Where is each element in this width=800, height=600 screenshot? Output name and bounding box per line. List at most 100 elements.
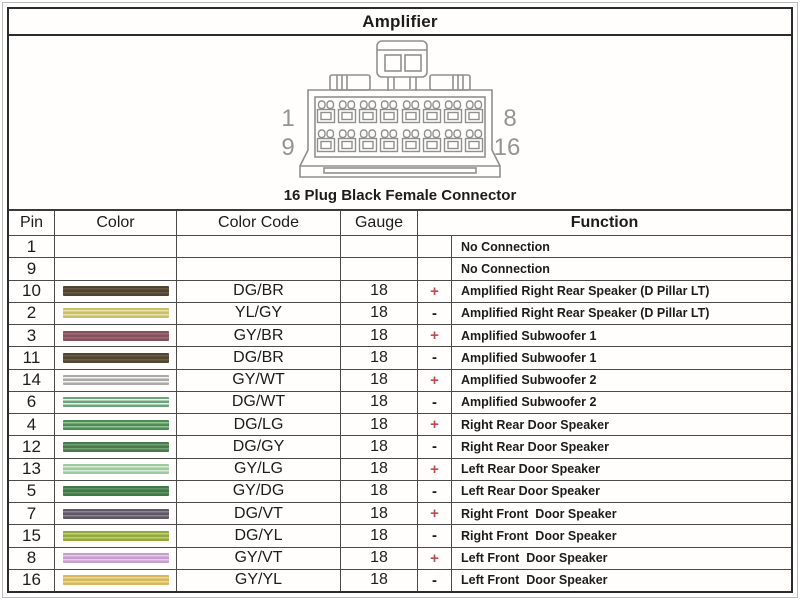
gauge-value: [341, 258, 418, 280]
table-row: 2 YL/GY 18 - Amplified Right Rear Speake…: [9, 302, 791, 325]
gauge-value: 18: [341, 325, 418, 347]
function-label: Right Front Door Speaker: [461, 528, 617, 543]
page-title: Amplifier: [9, 9, 791, 36]
gauge-value: 18: [341, 569, 418, 591]
wire-color-swatch: [62, 553, 169, 564]
connector-latch: [376, 40, 428, 91]
gauge-value: 18: [341, 503, 418, 525]
color-code: GY/LG: [177, 458, 341, 480]
header-function: Function: [570, 214, 639, 231]
pin-number: 15: [9, 525, 55, 547]
connector-subtitle: 16 Plug Black Female Connector: [283, 187, 517, 204]
polarity-sign: +: [418, 458, 452, 480]
color-code: DG/LG: [177, 414, 341, 436]
pin-label-9: 9: [281, 134, 294, 161]
connector-body: [299, 89, 501, 178]
wire-color-swatch: [62, 308, 169, 319]
pin-number: 8: [9, 547, 55, 569]
gauge-value: 18: [341, 391, 418, 413]
gauge-value: 18: [341, 414, 418, 436]
polarity-sign: +: [418, 503, 452, 525]
table-row: 15 DG/YL 18 - Right Front Door Speaker: [9, 525, 791, 548]
gauge-value: 18: [341, 547, 418, 569]
table-row: 6 DG/WT 18 - Amplified Subwoofer 2: [9, 391, 791, 414]
color-code: DG/VT: [177, 503, 341, 525]
pin-number: 11: [9, 347, 55, 369]
pin-number: 10: [9, 280, 55, 302]
function-label: Amplified Subwoofer 2: [461, 373, 597, 388]
color-code: [177, 258, 341, 280]
color-code: GY/VT: [177, 547, 341, 569]
polarity-sign: [418, 236, 452, 258]
function-label: Amplified Right Rear Speaker (D Pillar L…: [461, 306, 710, 321]
pin-label-8: 8: [503, 105, 516, 132]
polarity-sign: -: [418, 347, 452, 369]
wire-color-swatch: [62, 575, 169, 586]
table-row: 8 GY/VT 18 + Left Front Door Speaker: [9, 547, 791, 570]
function-label: Left Rear Door Speaker: [461, 484, 600, 499]
wire-color-swatch: [62, 419, 169, 430]
table-row: 16 GY/YL 18 - Left Front Door Speaker: [9, 569, 791, 591]
pin-label-16: 16: [494, 134, 520, 161]
function-label: Left Front Door Speaker: [461, 551, 608, 566]
wire-color-swatch: [62, 464, 169, 475]
wire-color-swatch: [62, 375, 169, 386]
connector-section: 1 8 9 16 16 Plug Black Female Connector: [9, 36, 791, 209]
color-code: DG/WT: [177, 391, 341, 413]
polarity-sign: -: [418, 391, 452, 413]
wire-color-cell: [55, 436, 177, 458]
pin-number: 5: [9, 480, 55, 502]
pin-number: 14: [9, 369, 55, 391]
wire-color-swatch: [62, 286, 169, 297]
function-label: Amplified Right Rear Speaker (D Pillar L…: [461, 284, 710, 299]
header-color-code: Color Code: [177, 211, 341, 235]
wire-color-cell: [55, 503, 177, 525]
function-label: Left Front Door Speaker: [461, 573, 608, 588]
pinout-table: Pin Color Color Code Gauge Function 1 No…: [9, 209, 791, 591]
function-label: Left Rear Door Speaker: [461, 462, 600, 477]
color-code: YL/GY: [177, 302, 341, 324]
wire-color-cell: [55, 302, 177, 324]
function-label: No Connection: [461, 239, 550, 254]
gauge-value: 18: [341, 280, 418, 302]
color-code: GY/YL: [177, 569, 341, 591]
wire-color-swatch: [62, 508, 169, 519]
table-header-row: Pin Color Color Code Gauge Function: [9, 211, 791, 236]
color-code: GY/DG: [177, 480, 341, 502]
wire-color-swatch: [62, 352, 169, 363]
wire-color-cell: [55, 547, 177, 569]
color-code: DG/YL: [177, 525, 341, 547]
gauge-value: [341, 236, 418, 258]
polarity-sign: -: [418, 436, 452, 458]
color-code: DG/BR: [177, 347, 341, 369]
gauge-value: 18: [341, 369, 418, 391]
wire-color-cell: [55, 280, 177, 302]
function-label: Amplified Subwoofer 1: [461, 350, 597, 365]
header-pin: Pin: [9, 211, 55, 235]
wire-color-swatch: [62, 530, 169, 541]
connector-pins: [316, 100, 484, 153]
pin-number: 16: [9, 569, 55, 591]
gauge-value: 18: [341, 302, 418, 324]
table-row: 10 DG/BR 18 + Amplified Right Rear Speak…: [9, 280, 791, 303]
function-label: No Connection: [461, 261, 550, 276]
table-row: 13 GY/LG 18 + Left Rear Door Speaker: [9, 458, 791, 481]
pin-number: 2: [9, 302, 55, 324]
color-code: GY/BR: [177, 325, 341, 347]
polarity-sign: -: [418, 525, 452, 547]
wire-color-cell: [55, 347, 177, 369]
wiring-diagram-sheet: Amplifier: [7, 7, 793, 593]
table-row: 4 DG/LG 18 + Right Rear Door Speaker: [9, 414, 791, 437]
header-color: Color: [55, 211, 177, 235]
table-body: 1 No Connection 9 No Connection 10 DG/BR…: [9, 236, 791, 591]
pin-number: 6: [9, 391, 55, 413]
wire-color-cell: [55, 325, 177, 347]
pin-number: 7: [9, 503, 55, 525]
pin-number: 4: [9, 414, 55, 436]
wire-color-swatch: [62, 397, 169, 408]
pin-number: 13: [9, 458, 55, 480]
table-row: 9 No Connection: [9, 258, 791, 281]
color-code: [177, 236, 341, 258]
wire-color-cell: [55, 236, 177, 258]
